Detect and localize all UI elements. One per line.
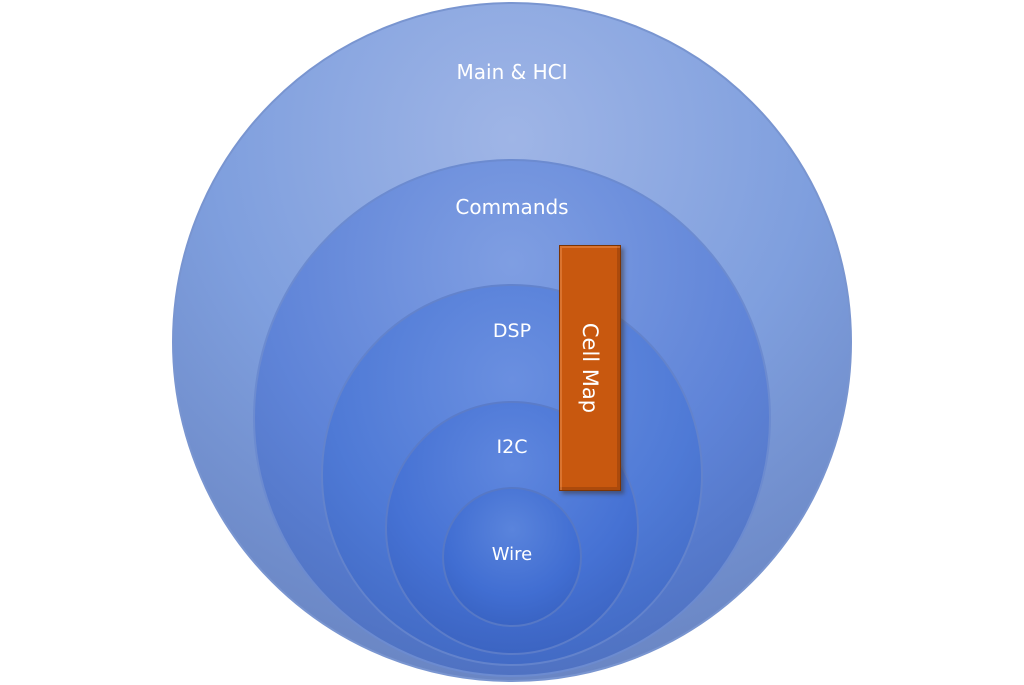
cell-map-bar: Cell Map xyxy=(559,245,621,491)
cell-map-label: Cell Map xyxy=(578,322,602,414)
layer-label-i2c: I2C xyxy=(496,436,528,458)
layer-label-main: Main & HCI xyxy=(456,60,568,84)
layer-label-wire: Wire xyxy=(491,544,533,565)
ring-wire xyxy=(442,487,582,627)
layer-label-dsp: DSP xyxy=(492,320,532,342)
layer-label-commands: Commands xyxy=(455,195,569,219)
